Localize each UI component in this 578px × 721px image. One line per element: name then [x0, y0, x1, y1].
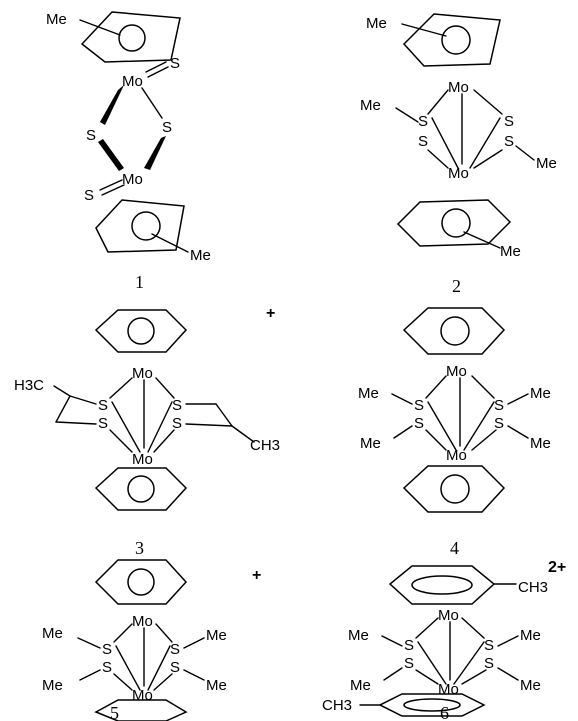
mo-label: Mo	[132, 451, 153, 468]
methyl-label: Me	[358, 385, 379, 402]
arene-ring	[95, 199, 185, 253]
sulfur-label: S	[172, 415, 182, 432]
compound-4: Mo Mo S S S S Me Me Me Me 4	[358, 307, 551, 558]
sulfur-label: S	[404, 655, 414, 672]
mo-label: Mo	[132, 365, 153, 382]
arene-ring	[402, 465, 506, 513]
methyl-label: Me	[536, 155, 557, 172]
arene-ring	[94, 309, 188, 353]
mo-label: Mo	[438, 607, 459, 624]
arene-circle	[441, 25, 471, 55]
arene-circle	[127, 317, 155, 345]
sulfur-label: S	[414, 397, 424, 414]
arene-ring	[378, 693, 486, 717]
compound-number: 6	[440, 703, 449, 721]
sulfur-label: S	[170, 659, 180, 676]
methyl-label: Me	[530, 435, 551, 452]
arene-circle	[440, 474, 470, 504]
arene-circle	[131, 211, 161, 241]
sulfur-label: S	[494, 415, 504, 432]
mo-label: Mo	[122, 73, 143, 90]
sulfur-label: S	[414, 415, 424, 432]
compound-6: CH3 2+ Mo Mo S S S S Me Me Me Me CH3 6	[322, 559, 566, 721]
methyl-label: Me	[520, 677, 541, 694]
arene-ring	[388, 565, 496, 605]
sulfur-label: S	[102, 641, 112, 658]
methyl-label: Me	[500, 243, 521, 260]
sulfur-label: S	[98, 397, 108, 414]
methyl-label: Me	[42, 625, 63, 642]
charge-label: +	[266, 305, 275, 322]
arene-ellipse	[403, 698, 461, 712]
methyl-label: Me	[42, 677, 63, 694]
sulfur-label: S	[86, 127, 96, 144]
sulfur-label: S	[170, 55, 180, 72]
arene-ellipse	[411, 575, 473, 595]
arene-circle	[441, 208, 471, 238]
methyl-label: Me	[206, 627, 227, 644]
arene-ring	[402, 13, 501, 67]
arene-circle	[127, 475, 155, 503]
sulfur-label: S	[172, 397, 182, 414]
methyl-label: Me	[360, 435, 381, 452]
arene-ring	[94, 467, 188, 511]
mo-label: Mo	[446, 363, 467, 380]
sulfur-label: S	[418, 113, 428, 130]
sulfur-label: S	[404, 637, 414, 654]
sulfur-label: S	[504, 113, 514, 130]
mo-label: Mo	[446, 447, 467, 464]
mo-label: Mo	[132, 613, 153, 630]
compound-5: + Mo Mo S S S S Me Me Me Me 5	[42, 559, 261, 721]
methyl-label: CH3	[518, 579, 548, 596]
mo-label: Mo	[448, 165, 469, 182]
compound-number: 3	[135, 538, 144, 558]
compound-3: + Mo Mo S S S S H3C CH3 3	[14, 305, 280, 558]
arene-ring	[94, 559, 188, 605]
methyl-label: Me	[190, 247, 211, 264]
arene-circle	[118, 24, 146, 52]
sulfur-label: S	[484, 637, 494, 654]
mo-label: Mo	[448, 79, 469, 96]
compound-number: 5	[110, 703, 119, 721]
sulfur-label: S	[98, 415, 108, 432]
mo-label: Mo	[132, 687, 153, 704]
sulfur-label: S	[504, 133, 514, 150]
mo-label: Mo	[122, 171, 143, 188]
sulfur-label: S	[162, 119, 172, 136]
methyl-label: Me	[530, 385, 551, 402]
compound-number: 1	[135, 272, 144, 292]
methyl-label: CH3	[322, 697, 352, 714]
arene-ring	[402, 307, 506, 355]
methyl-label: Me	[350, 677, 371, 694]
methyl-label: Me	[348, 627, 369, 644]
sulfur-label: S	[84, 187, 94, 204]
methyl-label: Me	[206, 677, 227, 694]
sulfur-label: S	[484, 655, 494, 672]
arene-ring	[396, 199, 512, 247]
methyl-label: H3C	[14, 377, 44, 394]
arene-ring	[94, 699, 188, 721]
compound-number: 2	[452, 276, 461, 296]
arene-ring	[80, 11, 181, 63]
sulfur-label: S	[494, 397, 504, 414]
methyl-label: CH3	[250, 437, 280, 454]
methyl-label: Me	[46, 11, 67, 28]
compound-2: Me Mo Mo S S S S Me Me Me 2	[360, 13, 557, 296]
methyl-label: Me	[520, 627, 541, 644]
sulfur-label: S	[102, 659, 112, 676]
sulfur-label: S	[418, 133, 428, 150]
methyl-label: Me	[366, 15, 387, 32]
arene-circle	[127, 568, 155, 596]
compound-number: 4	[450, 538, 459, 558]
arene-circle	[440, 316, 470, 346]
sulfur-label: S	[170, 641, 180, 658]
charge-label: +	[252, 567, 261, 584]
mo-label: Mo	[438, 681, 459, 698]
charge-label: 2+	[548, 559, 566, 576]
compound-1: Me Mo Mo S S S S Me 1	[46, 11, 211, 292]
methyl-label: Me	[360, 97, 381, 114]
